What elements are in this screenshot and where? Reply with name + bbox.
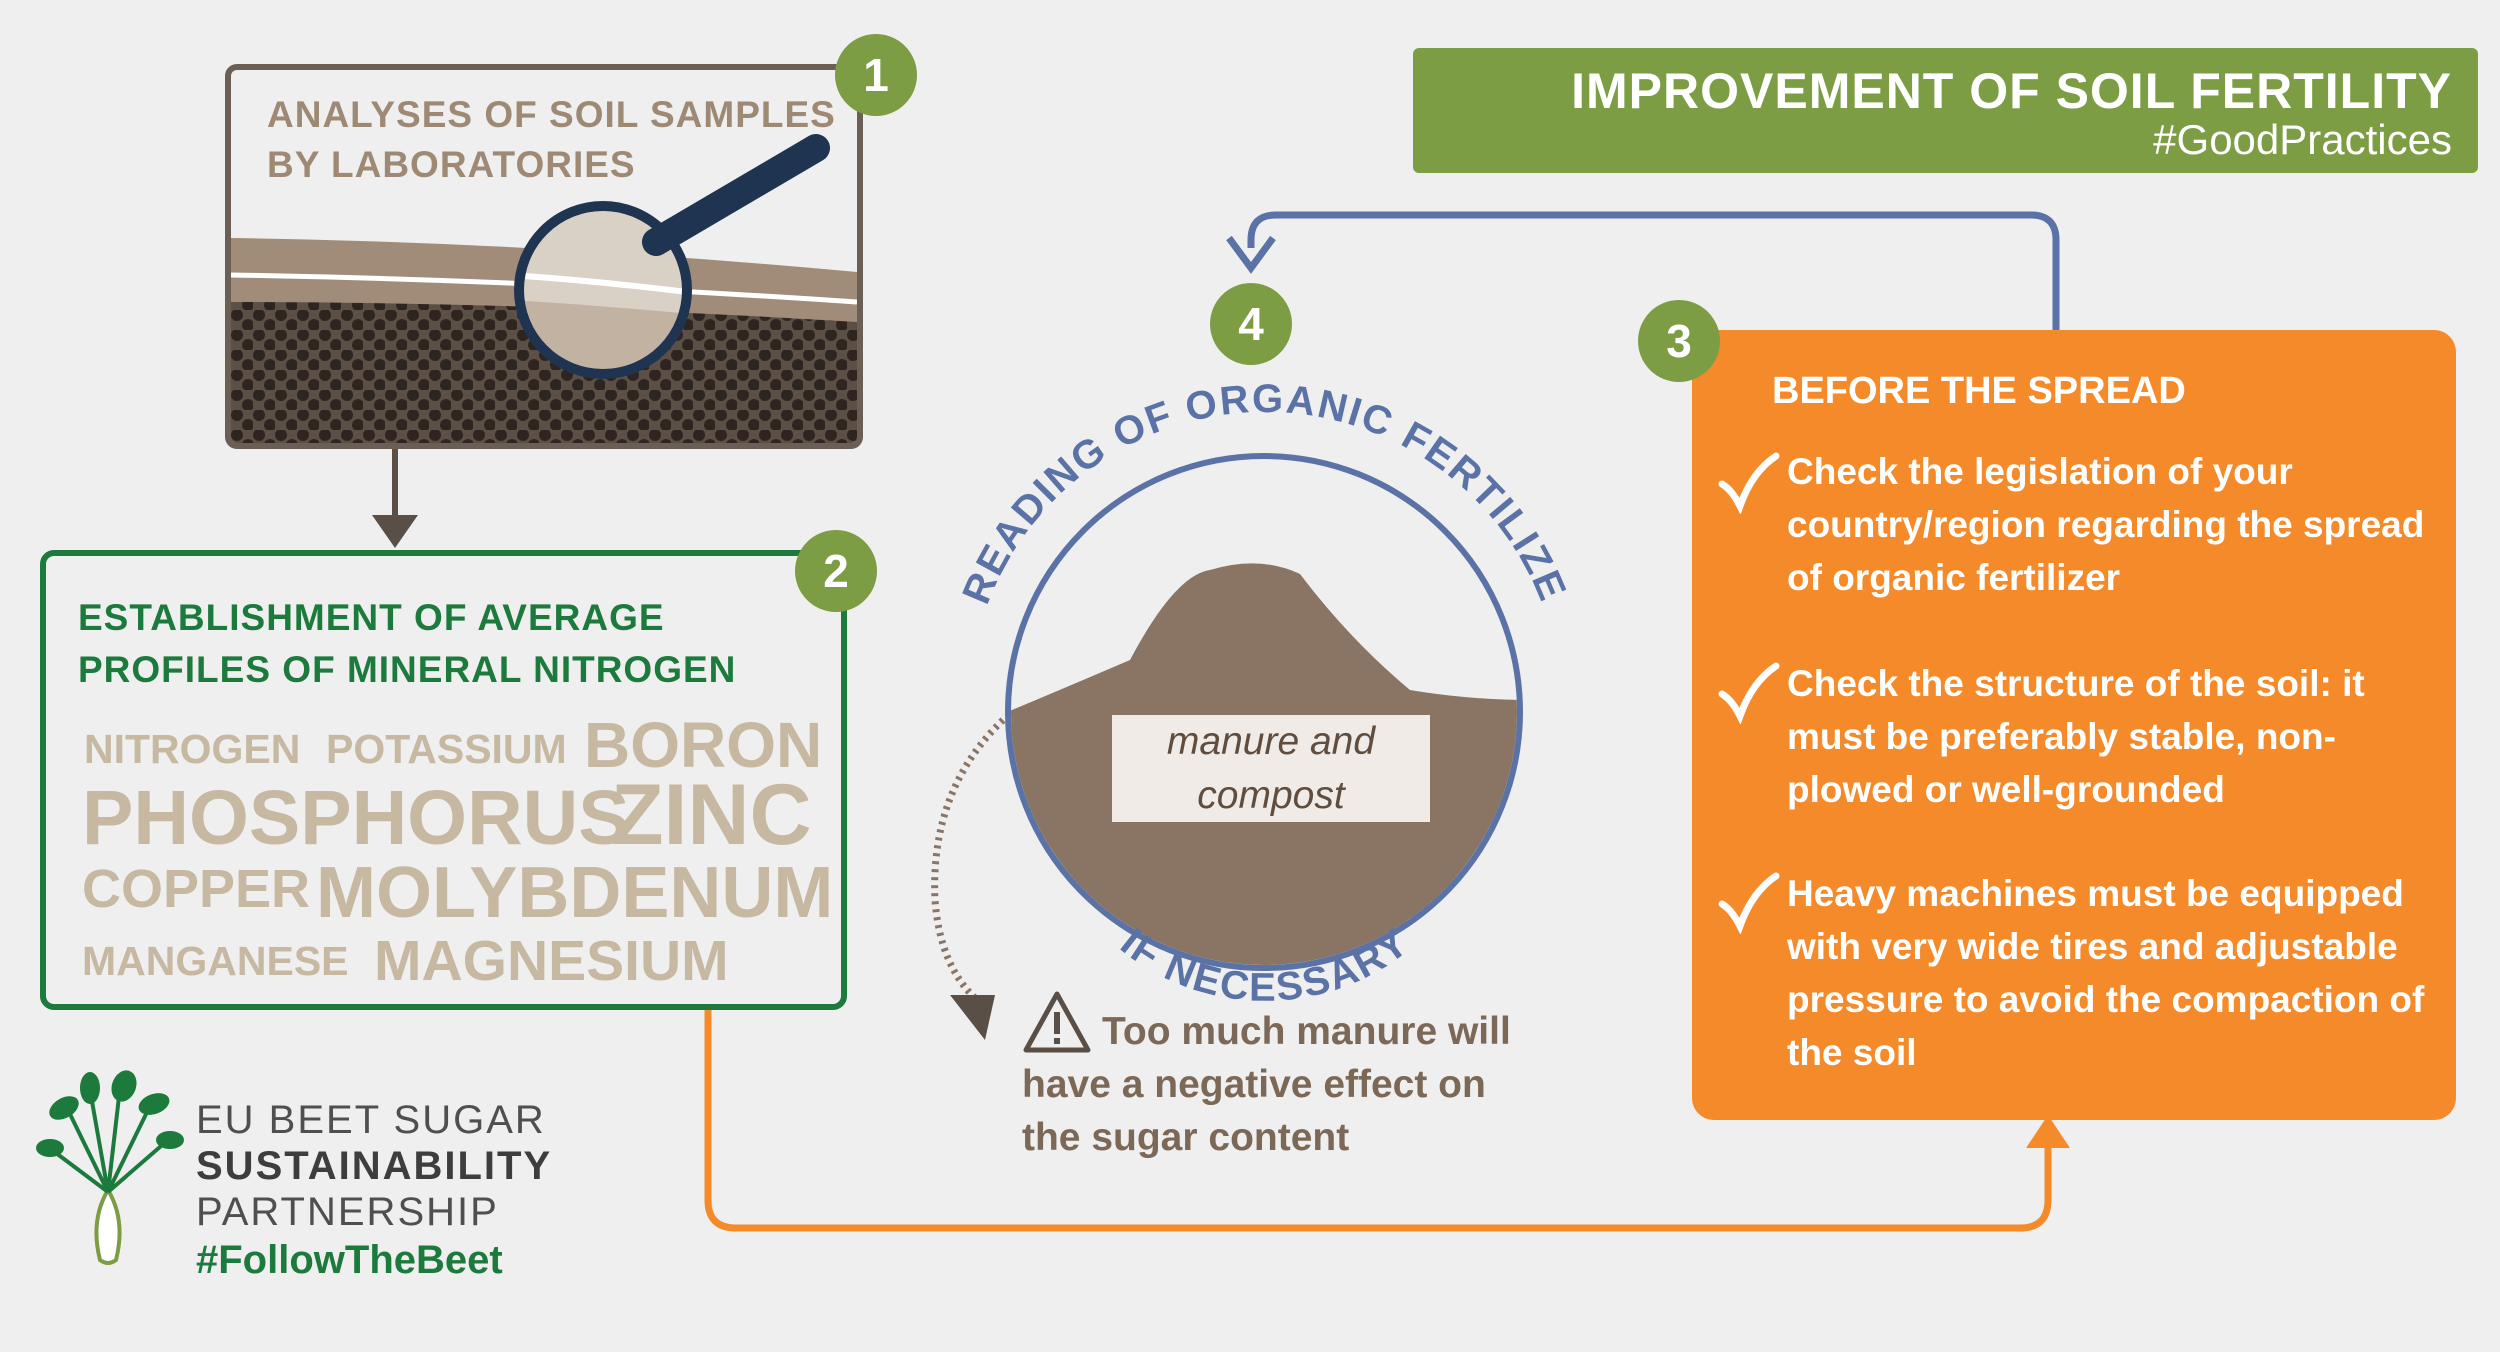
- mineral-nitrogen: NITROGEN: [84, 726, 301, 772]
- warning-line2: have a negative effect on: [1022, 1063, 1486, 1106]
- arrow-2-to-3-head: [2026, 1115, 2070, 1148]
- header-banner: IMPROVEMENT OF SOIL FERTILITY #GoodPract…: [1413, 48, 2478, 173]
- logo-line2: SUSTAINABILITY: [196, 1144, 553, 1188]
- mineral-potassium: POTASSIUM: [326, 726, 567, 772]
- beet-logo-icon: [36, 1070, 184, 1265]
- dotted-arrow-head: [950, 995, 995, 1040]
- checkmark-icon: [1718, 662, 1780, 724]
- mineral-phosphorus: PHOSPHORUS: [82, 775, 630, 861]
- magnifier-icon: [514, 201, 692, 379]
- step2-title: ESTABLISHMENT OF AVERAGE PROFILES OF MIN…: [78, 592, 736, 696]
- manure-label: manure and compost: [1112, 715, 1430, 822]
- manure-label-line1: manure and: [1166, 720, 1376, 763]
- logo-line3: PARTNERSHIP: [196, 1190, 499, 1234]
- step2-title-line1: ESTABLISHMENT OF AVERAGE: [78, 597, 665, 638]
- arrow-3-to-4: [1247, 211, 2060, 330]
- mineral-copper: COPPER: [82, 859, 311, 919]
- warning-text: Too much manure will have a negative eff…: [1022, 1005, 1582, 1164]
- manure-label-line2: compost: [1197, 774, 1345, 817]
- mineral-manganese: MANGANESE: [82, 938, 349, 984]
- step1-title-line1: ANALYSES OF SOIL SAMPLES: [267, 94, 836, 135]
- arrow-1-to-2-head: [372, 515, 418, 548]
- magnifier-handle: [642, 134, 830, 256]
- step1-badge: 1: [835, 34, 917, 116]
- mineral-zinc: ZINC: [611, 767, 812, 863]
- page-title: IMPROVEMENT OF SOIL FERTILITY: [1571, 63, 2452, 119]
- mineral-molybdenum: MOLYBDENUM: [316, 853, 834, 933]
- step1-title: ANALYSES OF SOIL SAMPLES BY LABORATORIES: [267, 90, 836, 190]
- dotted-arrow: [931, 717, 1006, 1001]
- mineral-boron: BORON: [584, 709, 823, 781]
- checkmark-icon: [1718, 452, 1780, 514]
- step3-heading: BEFORE THE SPREAD: [1772, 370, 2186, 412]
- step3-badge: 3: [1638, 300, 1720, 382]
- check-item-heavy-machines: Heavy machines must be equipped with ver…: [1787, 873, 2425, 1073]
- logo-line1: EU BEET SUGAR: [196, 1098, 546, 1142]
- checkmark-icon: [1718, 872, 1780, 934]
- arrow-2-to-3: [704, 1010, 2052, 1232]
- step1-title-line2: BY LABORATORIES: [267, 144, 636, 185]
- warning-icon: [1023, 991, 1091, 1053]
- step2-box: ESTABLISHMENT OF AVERAGE PROFILES OF MIN…: [40, 550, 847, 1010]
- warning-line1: Too much manure will: [1102, 1010, 1511, 1053]
- step1-box: ANALYSES OF SOIL SAMPLES BY LABORATORIES: [225, 64, 863, 449]
- soil-sample-illustration: [231, 134, 857, 443]
- arrow-3-to-4-head: [1226, 235, 1276, 274]
- step2-title-line2: PROFILES OF MINERAL NITROGEN: [78, 649, 737, 690]
- logo-hashtag: #FollowTheBeet: [196, 1238, 503, 1282]
- step2-badge: 2: [795, 530, 877, 612]
- step4-badge: 4: [1210, 283, 1292, 365]
- header-hashtag: #GoodPractices: [2153, 116, 2452, 163]
- check-item-legislation: Check the legislation of your country/re…: [1787, 451, 2425, 598]
- step3-box: BEFORE THE SPREAD Check the legislation …: [1692, 330, 2456, 1120]
- warning-line3: the sugar content: [1022, 1116, 1350, 1159]
- check-item-soil-structure: Check the structure of the soil: it must…: [1787, 663, 2365, 810]
- mineral-magnesium: MAGNESIUM: [374, 929, 729, 993]
